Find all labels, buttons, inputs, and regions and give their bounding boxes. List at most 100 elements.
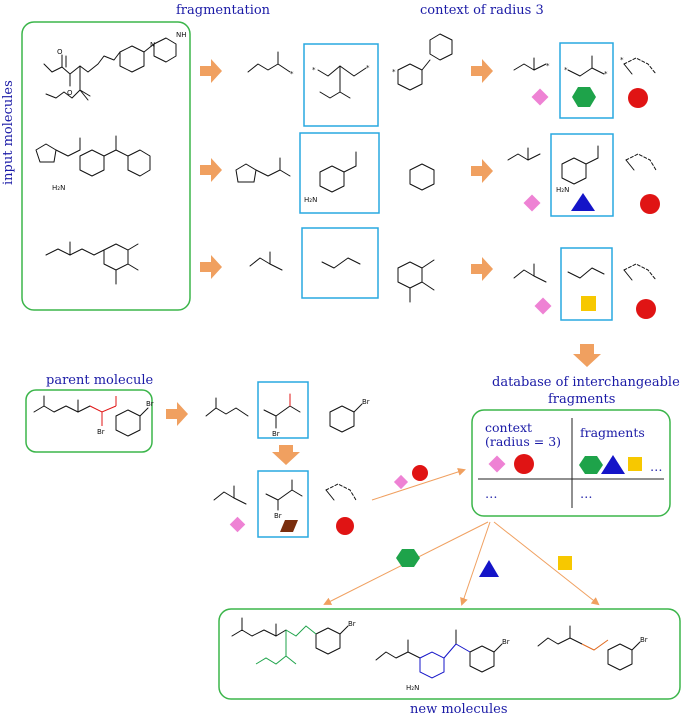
new-molecule-1 [231, 617, 349, 655]
table-header-radius: (radius = 3) [485, 434, 561, 449]
database-table: context (radius = 3) fragments … … … [478, 418, 664, 508]
atom-h2n: H₂N [406, 684, 419, 692]
attachment-star: * [366, 64, 370, 72]
table-ellipsis-fragments: … [650, 459, 663, 474]
input-molecules-box [21, 21, 191, 311]
circle-symbol [640, 194, 660, 214]
arrow-context-2 [471, 159, 493, 183]
square-symbol [581, 296, 596, 311]
circle-symbol [412, 465, 428, 481]
atom-o: O [57, 48, 63, 56]
attachment-star: * [546, 62, 550, 70]
table-header-fragments: fragments [580, 425, 645, 440]
label-fragmentation: fragmentation [176, 3, 271, 18]
new-molecule-2 [375, 629, 503, 673]
symbols [229, 87, 660, 577]
hexagon-symbol [572, 87, 596, 107]
parent-context-ring [325, 483, 357, 501]
atom-h2n: H₂N [304, 196, 317, 204]
atom-br: Br [97, 428, 105, 436]
new-molecules-box [218, 608, 681, 700]
input-molecule-3 [45, 241, 139, 285]
context-fragment-2 [561, 145, 599, 185]
attachment-star: * [604, 70, 608, 78]
arrow-fragment-1 [200, 59, 222, 83]
fragment-aryl-1 [397, 33, 453, 91]
parent-changed-fragment [89, 396, 117, 426]
arrow-fragment-3 [200, 255, 222, 279]
hexagon-symbol [396, 549, 420, 567]
arrow-context-1 [471, 59, 493, 83]
parent-molecule-structure [33, 395, 149, 437]
context-box-2 [550, 133, 614, 217]
fragment-vinyl [321, 257, 361, 269]
new-molecule-2-fragment [419, 643, 471, 679]
table-header-context: context [485, 420, 532, 435]
diamond-symbol [488, 455, 506, 473]
fragment-trimethoxyaryl [397, 259, 435, 303]
label-context-radius: context of radius 3 [420, 3, 544, 18]
arrow-parent-fragment [166, 402, 188, 426]
label-new-molecules: new molecules [410, 702, 508, 714]
parent-fragment-box [257, 381, 309, 439]
parent-fragment-ester [205, 397, 249, 417]
context-fragment-3 [567, 267, 605, 279]
context-box-3 [560, 247, 613, 321]
arrow-to-context [272, 445, 300, 465]
diamond-symbol [523, 194, 541, 212]
parent-context-box [257, 470, 309, 538]
parent-fragment-core [263, 393, 301, 429]
atom-br: Br [146, 400, 154, 408]
attachment-star: * [564, 66, 568, 74]
arrow-fragment-2 [200, 158, 222, 182]
fragment-cyclopentyl [235, 157, 291, 183]
atom-br: Br [362, 398, 370, 406]
atom-br: Br [348, 620, 356, 628]
atom-br: Br [272, 430, 280, 438]
context-ring-3 [623, 263, 657, 281]
context-ring-2 [625, 153, 657, 171]
circle-symbol [636, 299, 656, 319]
diamond-symbol [229, 516, 246, 533]
attachment-star: * [392, 68, 396, 76]
context-ester-2 [507, 147, 541, 161]
fragment-chain-1 [317, 65, 367, 99]
fragment-phenyl [409, 163, 435, 191]
fragment-methylester [249, 251, 283, 271]
atom-o: O [67, 89, 73, 97]
fragment-ester-1 [247, 51, 291, 73]
diamond-symbol [393, 474, 409, 490]
atom-h2n: H₂N [556, 186, 569, 194]
parent-context-core [265, 479, 303, 511]
context-fragment-1 [567, 55, 605, 77]
database-box [471, 409, 671, 517]
fragment-box-2 [299, 132, 380, 214]
parent-fragment-bromoaryl [329, 403, 363, 433]
circle-symbol [628, 88, 648, 108]
triangle-symbol [601, 455, 625, 474]
new-molecule-1-fragment [255, 625, 317, 665]
new-molecule-3 [537, 625, 641, 671]
input-molecule-2 [35, 135, 151, 177]
parent-molecule-box [25, 389, 153, 453]
label-input-molecules: input molecules [1, 80, 16, 185]
block-arrows [166, 59, 601, 465]
attachment-star: * [620, 56, 624, 64]
atom-nh: NH [176, 31, 187, 39]
context-ester-1 [513, 57, 547, 71]
context-ester-3 [513, 263, 547, 283]
arrow-to-database [573, 344, 601, 367]
parent-context-ester [213, 485, 247, 505]
arrow-new-3 [493, 521, 600, 606]
atom-br: Br [274, 512, 282, 520]
atom-h2n: H₂N [52, 184, 65, 192]
square-symbol [558, 556, 572, 570]
square-symbol [628, 457, 642, 471]
table-ellipsis-fragments-row2: … [580, 486, 593, 501]
context-box-1 [559, 42, 614, 119]
label-database-line1: database of interchangeable [492, 375, 680, 390]
arrow-query-database [371, 468, 466, 501]
triangle-symbol [479, 560, 499, 577]
attachment-star: * [312, 66, 316, 74]
